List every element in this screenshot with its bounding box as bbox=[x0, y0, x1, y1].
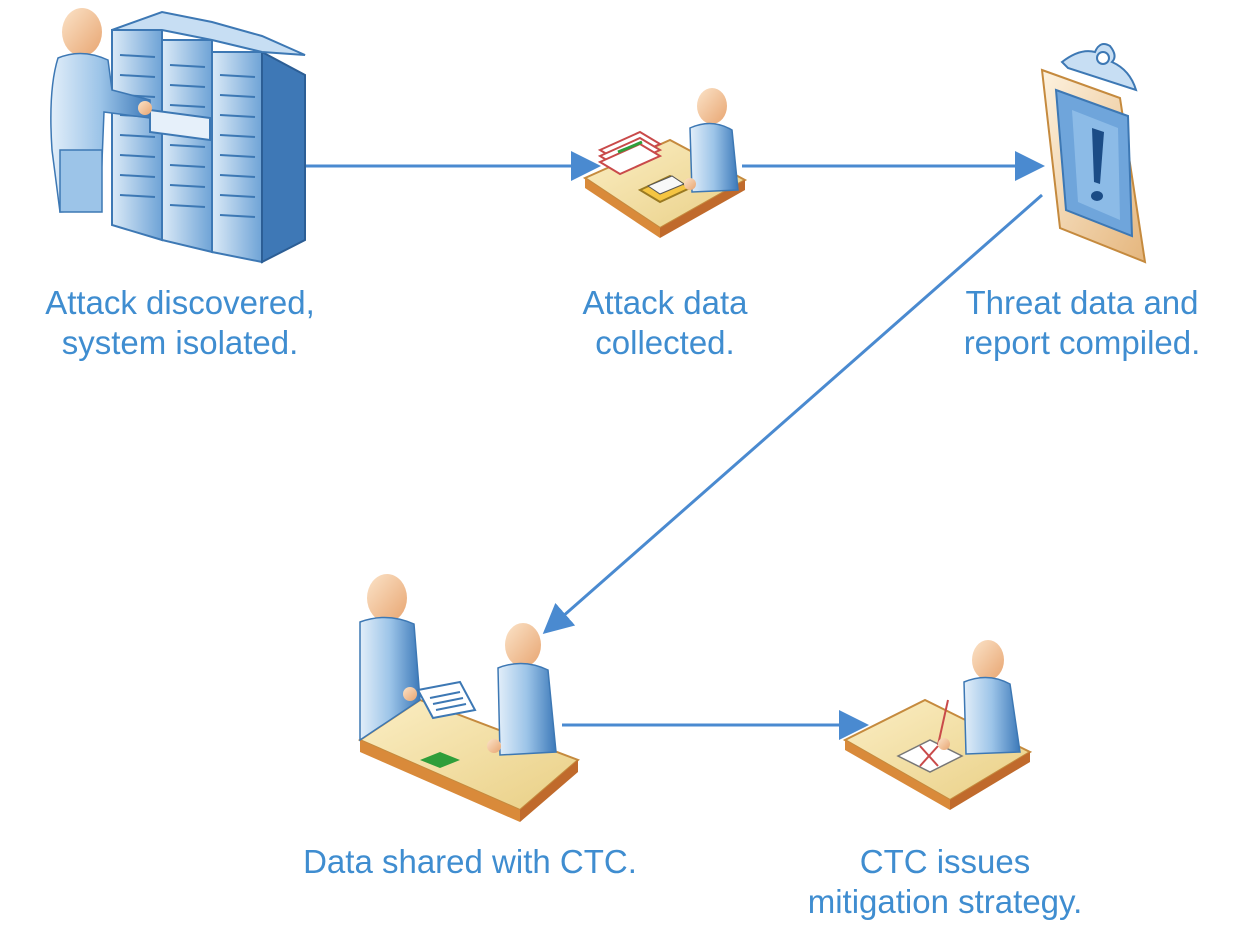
two-people-sharing-document-icon bbox=[357, 574, 580, 822]
step-label-line: Attack data bbox=[582, 284, 748, 321]
step-label-data-collected: Attack data collected. bbox=[540, 283, 790, 363]
step-label-attack-discovered: Attack discovered, system isolated. bbox=[10, 283, 350, 363]
step-label-data-shared: Data shared with CTC. bbox=[260, 842, 680, 882]
step-label-mitigation: CTC issues mitigation strategy. bbox=[780, 842, 1110, 922]
step-label-line: mitigation strategy. bbox=[807, 883, 1083, 920]
step-label-line: Data shared with CTC. bbox=[303, 843, 637, 880]
connector-report-to-shared bbox=[542, 193, 1043, 634]
step-label-line: collected. bbox=[595, 324, 735, 361]
step-label-line: Threat data and bbox=[965, 284, 1199, 321]
step-label-line: report compiled. bbox=[963, 324, 1201, 361]
step-label-report-compiled: Threat data and report compiled. bbox=[927, 283, 1237, 363]
step-label-line: system isolated. bbox=[61, 324, 299, 361]
server-rack-with-person-icon bbox=[50, 8, 306, 264]
step-label-line: Attack discovered, bbox=[45, 284, 315, 321]
person-at-desk-with-documents-icon bbox=[582, 88, 748, 238]
connectors bbox=[305, 151, 1045, 740]
person-signing-document-icon bbox=[842, 640, 1033, 810]
clipboard-alert-icon bbox=[1040, 43, 1147, 264]
step-label-line: CTC issues bbox=[859, 843, 1031, 880]
